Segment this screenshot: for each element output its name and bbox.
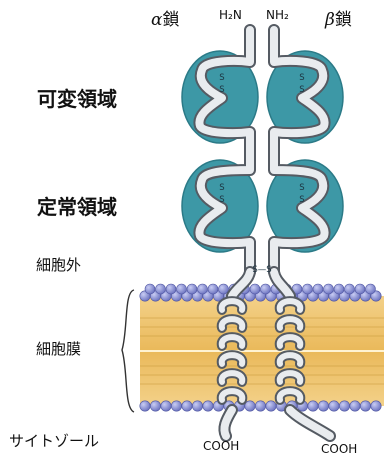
beta-c-terminus: COOH [321, 443, 357, 455]
lipid-head [261, 284, 271, 294]
lipid-head [266, 401, 276, 411]
alpha-chain-word: 鎖 [162, 10, 179, 30]
beta-chain-label: β鎖 [325, 12, 352, 29]
lipid-head [166, 284, 176, 294]
lipid-head [203, 401, 213, 411]
extracellular-label: 細胞外 [36, 258, 81, 273]
alpha-v-s2: S [219, 85, 224, 95]
lipid-head [318, 401, 328, 411]
alpha-n-terminus: H₂N [219, 9, 242, 21]
alpha-c-s1: S [219, 183, 224, 193]
alpha-c-terminus: COOH [203, 440, 239, 452]
lipid-head [198, 284, 208, 294]
alpha-chain-label: α鎖 [151, 12, 179, 29]
lipid-head [245, 401, 255, 411]
interchain-disulfide: S—S [252, 265, 271, 275]
lipid-head [150, 401, 160, 411]
alpha-v-s1: S [219, 73, 224, 83]
lipid-head [182, 401, 192, 411]
lipid-head [187, 284, 197, 294]
beta-v-s1: S [299, 73, 304, 83]
lipid-head [156, 284, 166, 294]
lipid-head [250, 284, 260, 294]
lipid-head [366, 284, 376, 294]
lipid-head [371, 401, 381, 411]
constant-region-label: 定常領域 [37, 197, 117, 217]
lipid-head [339, 401, 349, 411]
lipid-head [324, 284, 334, 294]
lipid-head [355, 284, 365, 294]
lipid-head [303, 284, 313, 294]
beta-symbol: β [325, 10, 335, 30]
alpha-c-s2: S [219, 195, 224, 205]
lipid-head [192, 401, 202, 411]
variable-region-label: 可変領域 [37, 89, 117, 109]
beta-chain-word: 鎖 [335, 10, 352, 30]
beta-tail [290, 410, 330, 436]
lipid-head [219, 284, 229, 294]
alpha-symbol: α [151, 10, 162, 30]
lipid-head [145, 284, 155, 294]
beta-c-s2: S [299, 195, 304, 205]
membrane-bracket [122, 290, 134, 412]
lipid-head [208, 284, 218, 294]
lipid-head [350, 401, 360, 411]
lipid-head [171, 401, 181, 411]
lipid-head [140, 401, 150, 411]
lipid-head [334, 284, 344, 294]
lipid-head [308, 401, 318, 411]
lipid-head [329, 401, 339, 411]
lipid-head [360, 401, 370, 411]
lipid-bilayer [140, 284, 384, 411]
beta-v-s2: S [299, 85, 304, 95]
alpha-tail [224, 410, 232, 436]
lipid-head [345, 284, 355, 294]
beta-n-terminus: NH₂ [266, 9, 289, 21]
cell-membrane-label: 細胞膜 [36, 342, 81, 357]
lipid-head [255, 401, 265, 411]
beta-c-s1: S [299, 183, 304, 193]
lipid-head [177, 284, 187, 294]
lipid-head [161, 401, 171, 411]
lipid-head [313, 284, 323, 294]
cytosol-label: サイトゾール [9, 434, 99, 449]
